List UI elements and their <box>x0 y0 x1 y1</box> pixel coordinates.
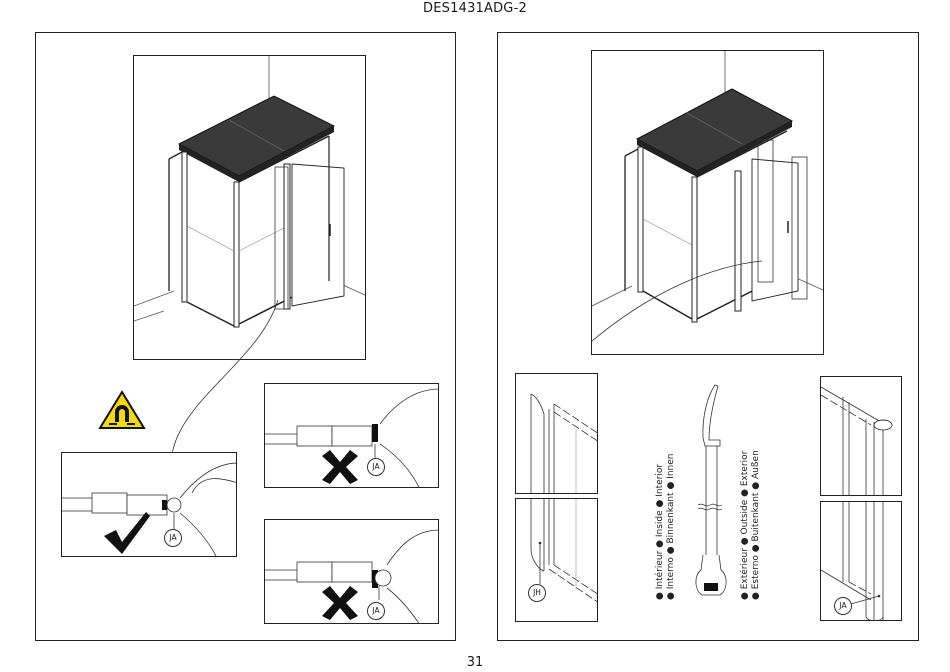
seal-detail-top-right <box>820 376 902 496</box>
detail-incorrect-installation-2: JA <box>264 519 439 624</box>
inside-legend-line-1: ● Intérieur ● Inside ● Interior <box>655 463 665 600</box>
seal-profile-drawing <box>821 502 884 620</box>
inside-legend-line-2: ● Interno ● Binnenkant ● Innen <box>666 453 676 600</box>
checkmark-icon <box>104 512 150 554</box>
part-callout-jh: JH <box>528 584 546 602</box>
magnet-warning-icon <box>98 390 146 429</box>
outside-legend: ● Extérieur ● Outside ● Exterior ● Ester… <box>740 450 762 600</box>
shower-enclosure-drawing <box>134 56 365 328</box>
right-shower-illustration <box>591 50 824 355</box>
seal-profile-drawing <box>821 386 893 495</box>
part-callout-ja: JA <box>834 597 852 615</box>
connector-correct-drawing <box>62 462 236 556</box>
left-shower-illustration <box>133 55 366 360</box>
seal-profile-drawing <box>530 393 597 493</box>
seal-detail-bottom-left: JH <box>515 498 598 622</box>
cross-icon <box>322 450 358 484</box>
part-callout-ja: JA <box>367 458 385 476</box>
outside-legend-line-2: ● Esterno ● Buitenkant ● Außen <box>751 450 761 600</box>
seal-profile-drawing <box>530 499 597 603</box>
seal-detail-bottom-right: JA <box>820 501 902 621</box>
seal-cross-section-drawing <box>695 384 727 596</box>
detail-correct-installation: JA <box>61 452 237 557</box>
seal-detail-top-left <box>515 373 598 494</box>
shower-enclosure-drawing <box>592 51 823 342</box>
part-callout-ja: JA <box>367 602 385 620</box>
connector-incorrect-drawing <box>265 529 438 623</box>
cross-icon <box>322 586 358 620</box>
part-callout-ja: JA <box>164 529 182 547</box>
inside-legend: ● Intérieur ● Inside ● Interior ● Intern… <box>655 454 677 600</box>
detail-incorrect-installation-1: JA <box>264 383 439 488</box>
page-number: 31 <box>466 655 484 670</box>
connector-incorrect-drawing <box>265 388 438 487</box>
document-code: DES1431ADG-2 <box>423 1 527 16</box>
outside-legend-line-1: ● Extérieur ● Outside ● Exterior <box>740 450 750 600</box>
